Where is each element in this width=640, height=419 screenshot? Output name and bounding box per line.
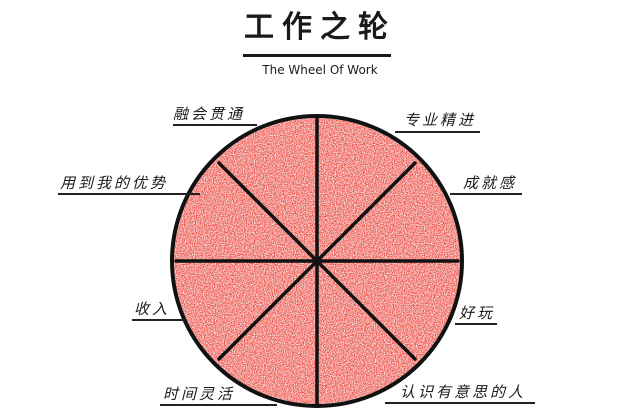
wheel-spokes (174, 116, 460, 406)
label-income: 收入 (134, 300, 171, 318)
label-underline (160, 404, 277, 406)
wheel-outline (170, 114, 464, 408)
page-title: 工作之轮 (244, 10, 396, 45)
label-underline (455, 323, 497, 325)
label-achievement: 成就感 (463, 174, 518, 192)
title-underline (243, 54, 391, 57)
label-underline (395, 131, 480, 133)
label-underline (385, 402, 535, 404)
label-meet-interesting-people: 认识有意思的人 (400, 383, 527, 401)
label-integration: 融会贯通 (173, 105, 246, 123)
label-use-my-strengths: 用到我的优势 (60, 174, 169, 192)
label-underline (132, 319, 185, 321)
label-underline (58, 193, 200, 195)
label-underline (173, 124, 257, 126)
label-underline (450, 193, 522, 195)
label-flexible-time: 时间灵活 (163, 385, 236, 403)
page-subtitle: The Wheel Of Work (262, 63, 378, 77)
label-fun: 好玩 (459, 304, 496, 322)
label-professional-growth: 专业精进 (404, 111, 477, 129)
